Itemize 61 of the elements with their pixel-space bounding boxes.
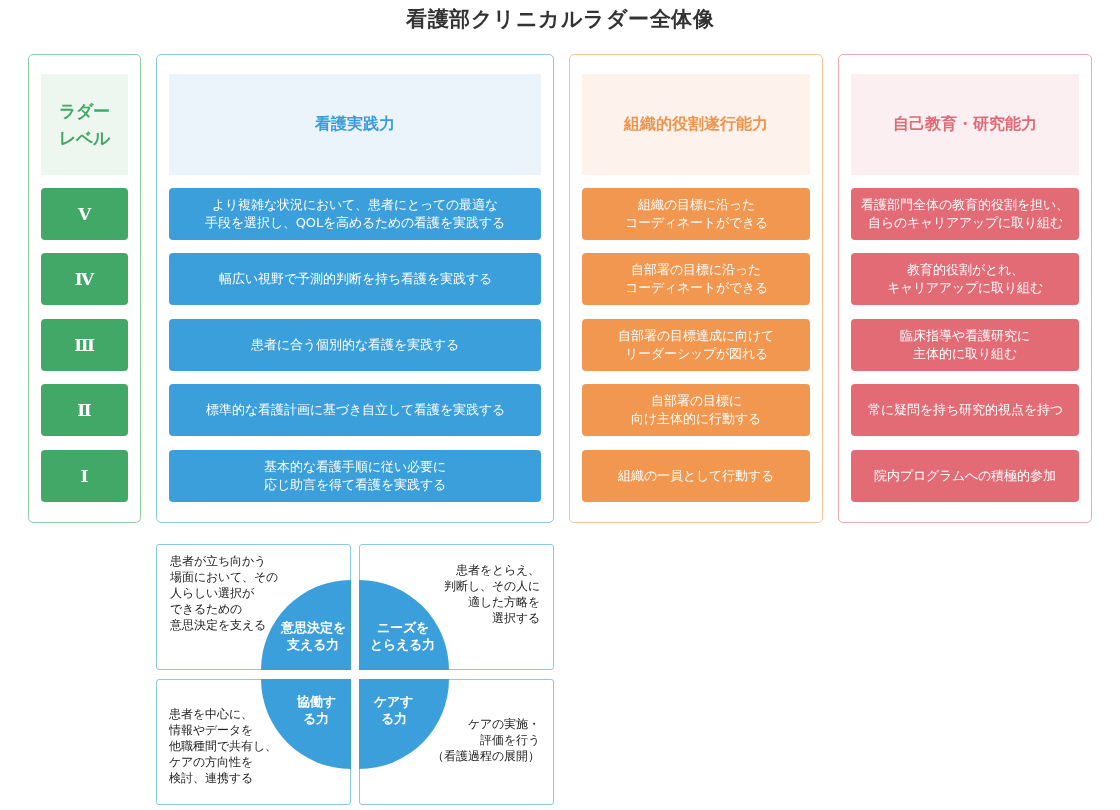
competency-tile: [851, 384, 1079, 436]
column-heading: ラダーレベル: [58, 100, 112, 150]
competency-text: 自部署の目標に向け主体的に行動する: [630, 391, 762, 428]
competency-text: 教育的役割がとれ、キャリアアップに取り組む: [886, 260, 1044, 297]
competency-text: 基本的な看護手順に従い必要に応じ助言を得て看護を実践する: [263, 457, 447, 494]
column-heading: 自己教育・研究能力: [893, 113, 1037, 136]
competency-tile: [169, 319, 541, 371]
description-text: ケアの実施・評価を行う（看護過程の展開）: [431, 716, 540, 764]
description-card: [156, 544, 351, 670]
description-card: [156, 679, 351, 805]
competency-tile: [851, 253, 1079, 305]
competency-tile: [851, 450, 1079, 502]
competency-text: より複雑な状況において、患者にとっての最適な手段を選択し、QOLを高めるための看護を実践する: [203, 195, 507, 232]
competency-text: 患者に合う個別的な看護を実践する: [251, 335, 459, 354]
competency-tile: [582, 188, 810, 240]
competency-text: 常に疑問を持ち研究的視点を持つ: [867, 400, 1063, 419]
level-numeral: Ⅲ: [74, 335, 95, 355]
competency-text: 看護部門全体の教育的役割を担い、自らのキャリアアップに取り組む: [860, 195, 1070, 232]
level-numeral: Ⅳ: [74, 269, 95, 289]
level-tile: [41, 450, 128, 502]
level-numeral: Ⅴ: [77, 204, 92, 224]
description-text: 患者が立ち向かう場面において、その人らしい選択ができるための意思決定を支える: [170, 553, 278, 633]
column-panel: [838, 54, 1092, 523]
competency-tile: [582, 253, 810, 305]
description-card: [359, 544, 554, 670]
level-numeral: Ⅰ: [80, 466, 89, 486]
level-numeral: Ⅱ: [77, 400, 92, 420]
column-panel: [28, 54, 141, 523]
competency-text: 標準的な看護計画に基づき自立して看護を実践する: [205, 400, 505, 419]
description-card: [359, 679, 554, 805]
competency-text: 組織の一員として行動する: [618, 466, 774, 485]
competency-text: 幅広い視野で予測的判断を持ち看護を実践する: [218, 269, 492, 288]
competency-tile: [169, 384, 541, 436]
competency-tile: [582, 319, 810, 371]
competency-tile: [851, 188, 1079, 240]
description-text: 患者をとらえ、判断し、その人に適した方略を選択する: [443, 562, 540, 626]
ability-label: ケアする力: [373, 693, 415, 727]
ability-label: 協働する力: [295, 693, 337, 727]
level-tile: [41, 319, 128, 371]
ability-label: ニーズをとらえる力: [369, 619, 437, 653]
description-text: 患者を中心に、情報やデータを他職種間で共有し、ケアの方向性を検討、連携する: [169, 706, 278, 786]
competency-text: 臨床指導や看護研究に主体的に取り組む: [899, 326, 1031, 363]
ability-label: 意思決定を支える力: [279, 619, 347, 653]
competency-tile: [169, 188, 541, 240]
column-panel: [569, 54, 823, 523]
competency-tile: [169, 253, 541, 305]
column-heading: 看護実践力: [315, 113, 395, 136]
competency-text: 自部署の目標に沿ったコーディネートができる: [623, 260, 769, 297]
level-tile: [41, 384, 128, 436]
page-title: 看護部クリニカルラダー全体像: [406, 6, 714, 33]
column-heading: 組織的役割遂行能力: [624, 113, 768, 136]
competency-tile: [582, 450, 810, 502]
competency-tile: [582, 384, 810, 436]
level-tile: [41, 188, 128, 240]
level-tile: [41, 253, 128, 305]
competency-text: 組織の目標に沿ったコーディネートができる: [623, 195, 769, 232]
competency-tile: [851, 319, 1079, 371]
competency-tile: [169, 450, 541, 502]
column-panel: [156, 54, 554, 523]
competency-text: 自部署の目標達成に向けてリーダーシップが図れる: [617, 326, 775, 363]
competency-text: 院内プログラムへの積極的参加: [874, 466, 1056, 485]
